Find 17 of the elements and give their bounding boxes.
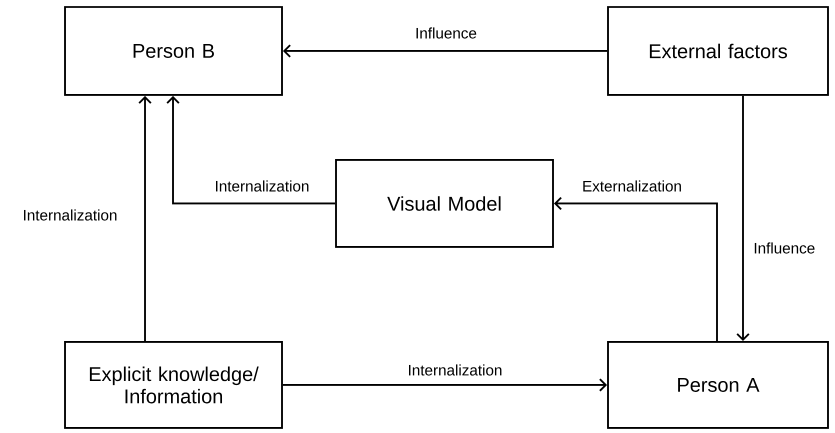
process-box: External factors (607, 6, 829, 96)
edge-label: Internalization (406, 363, 504, 377)
process-box: Visual Model (335, 159, 554, 248)
arrow (554, 196, 718, 342)
arrow (736, 96, 750, 342)
edge-label: Externalization (580, 179, 684, 193)
edge-label: Internalization (213, 179, 311, 193)
arrow (166, 96, 336, 204)
arrow (282, 378, 608, 392)
edge-label: Influence (752, 241, 816, 255)
process-box: Explicit knowledge/ Information (64, 341, 283, 429)
process-box: Person B (64, 6, 283, 96)
arrow (138, 96, 152, 342)
edge-label: Influence (414, 26, 478, 40)
arrow (282, 44, 608, 58)
process-box: Person A (607, 341, 829, 429)
edge-label: Internalization (21, 208, 119, 222)
